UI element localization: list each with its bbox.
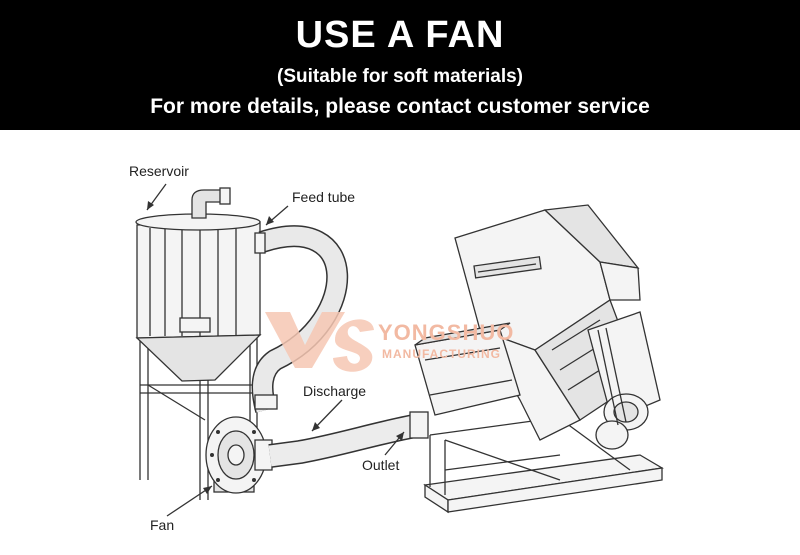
watermark-brand: YONGSHUO — [378, 320, 514, 345]
contact-note: For more details, please contact custome… — [150, 95, 650, 118]
page-title: USE A FAN — [295, 14, 505, 56]
label-outlet: Outlet — [362, 457, 399, 473]
reservoir-tank — [135, 187, 262, 382]
crusher-frame — [423, 414, 664, 514]
header-banner: USE A FAN (Suitable for soft materials) … — [0, 0, 800, 130]
label-discharge: Discharge — [303, 383, 366, 399]
label-reservoir: Reservoir — [129, 163, 189, 179]
watermark-sub: MANUFACTURING — [382, 347, 501, 361]
callout-arrows — [146, 183, 405, 517]
motor-box — [414, 322, 521, 416]
brand-watermark: YONGSHUO MANUFACTURING — [265, 312, 514, 372]
discharge-pipe — [268, 411, 429, 468]
fan-unit — [205, 416, 273, 494]
label-fan: Fan — [150, 517, 174, 533]
subtitle: (Suitable for soft materials) — [277, 66, 523, 87]
drive-motor — [587, 311, 661, 450]
machine-diagram: YONGSHUO MANUFACTURING Reservoir Feed tu… — [129, 163, 664, 533]
label-feed-tube: Feed tube — [292, 189, 355, 205]
